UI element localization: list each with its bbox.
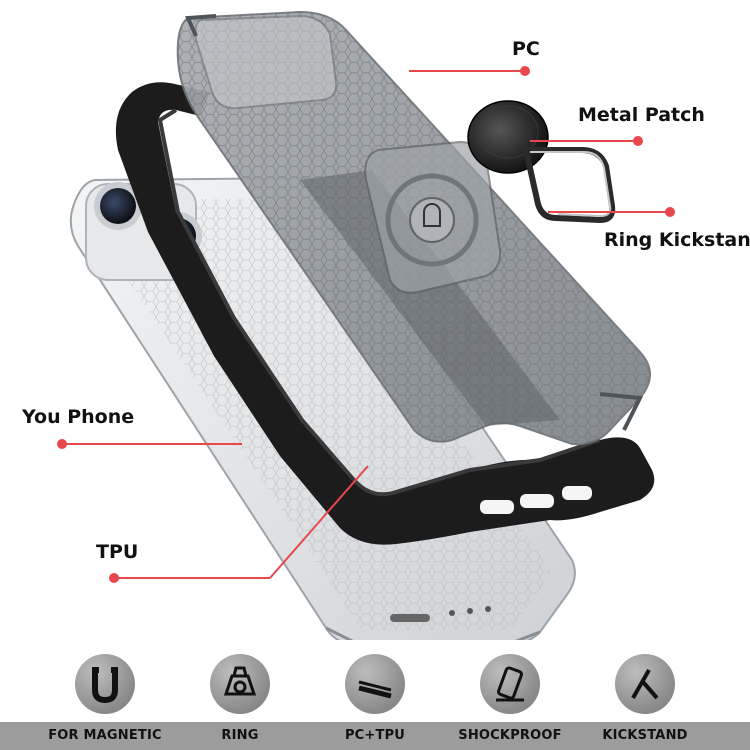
feature-label: FOR MAGNETIC (48, 728, 162, 743)
feature-pc-tpu: PC+TPU (300, 640, 450, 750)
kickstand-icon (615, 654, 675, 714)
product-illustration: PC Metal Patch Ring Kickstand You Phone … (22, 10, 750, 647)
callout-tpu: TPU (96, 541, 139, 563)
pc-case-layer (176, 10, 651, 446)
exploded-case-diagram (57, 10, 675, 647)
callout-ring-kickstand: Ring Kickstand (604, 229, 750, 251)
metal-patch-and-ring (467, 100, 616, 224)
callout-metal-patch: Metal Patch (578, 104, 705, 126)
feature-strip-band (0, 722, 750, 750)
layers-icon (345, 654, 405, 714)
feature-ring: RING (165, 640, 315, 750)
feature-kickstand: KICKSTAND (570, 640, 720, 750)
callout-pc: PC (512, 38, 540, 60)
tpu-bumper-layer (115, 82, 655, 545)
feature-label: SHOCKPROOF (458, 728, 562, 743)
ring-icon (210, 654, 270, 714)
callout-you-phone: You Phone (22, 406, 135, 428)
feature-label: KICKSTAND (602, 728, 688, 743)
feature-magnetic: FOR MAGNETIC (30, 640, 180, 750)
feature-shockproof: SHOCKPROOF (435, 640, 585, 750)
feature-label: RING (221, 728, 259, 743)
shockproof-icon (480, 654, 540, 714)
feature-strip: FOR MAGNETIC RING PC+TPU SHOCKPROOF KICK… (0, 640, 750, 750)
feature-label: PC+TPU (344, 728, 406, 743)
magnet-icon (75, 654, 135, 714)
callout-leaders (57, 66, 675, 583)
